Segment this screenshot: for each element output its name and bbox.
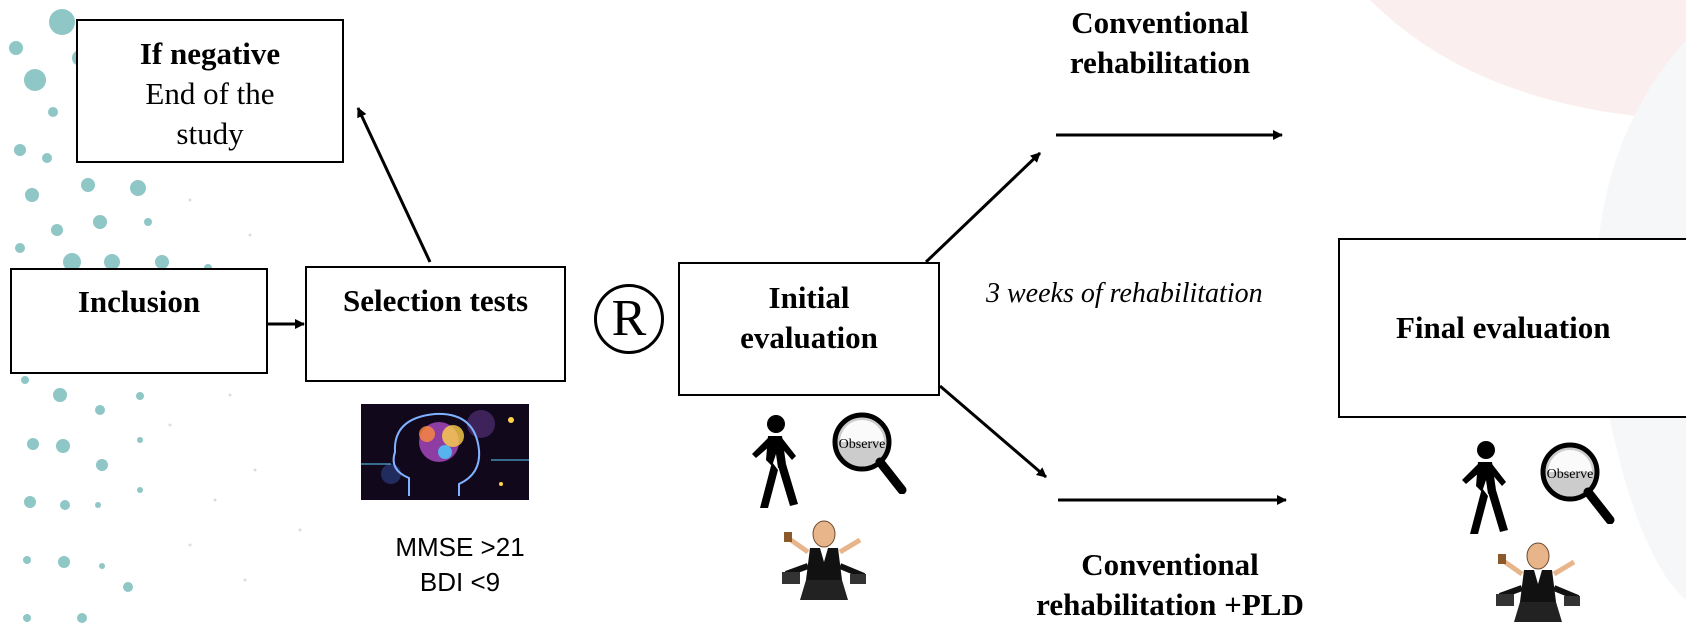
brain-head-icon [361,404,529,500]
magnifier-observe-icon: Observe [1540,442,1615,524]
top-arm-label: Conventional rehabilitation [1020,3,1300,83]
corner-blob-shape [1370,0,1686,120]
walking-person-icon [752,415,798,508]
if-negative-line1: End of the [145,76,275,111]
magnifier-text: Observe [1547,467,1594,482]
multitasking-businessman-icon [782,520,866,600]
magnifier-observe-icon: Observe [832,412,907,494]
bdi-criterion: BDI <9 [419,567,501,597]
criteria-text: MMSE >21 BDI <9 [360,530,560,600]
inclusion-label: Inclusion [77,284,201,319]
initial-evaluation-line2: evaluation [740,320,878,355]
if-negative-line2: study [176,116,244,151]
randomization-symbol: R [594,284,664,354]
top-arm-line1: Conventional [1071,5,1249,40]
initial-evaluation-box: Initial evaluation [678,262,940,396]
selection-tests-label: Selection tests [342,283,529,318]
arrow-initial-to-bottom-arm [939,384,1047,479]
magnifier-text: Observe [839,437,886,452]
dot-pattern [9,9,212,623]
bottom-arm-line1: Conventional [1081,547,1259,582]
if-negative-box: If negative End of the study [76,19,344,163]
randomization-letter: R [611,290,647,347]
inclusion-box: Inclusion [10,268,268,374]
initial-evaluation-line1: Initial [768,280,850,315]
arrow-selection-to-negative [356,107,432,263]
bottom-arm-line2: rehabilitation +PLD [1036,587,1304,622]
top-arm-line2: rehabilitation [1069,45,1251,80]
final-evaluation-box: Final evaluation [1338,238,1686,418]
mmse-criterion: MMSE >21 [395,532,525,562]
bottom-arm-label: Conventional rehabilitation +PLD [1000,545,1340,625]
selection-tests-box: Selection tests [305,266,566,382]
multitasking-businessman-icon [1496,542,1580,622]
if-negative-title: If negative [139,36,281,71]
walking-person-icon [1462,441,1508,534]
final-evaluation-label: Final evaluation [1396,310,1611,345]
arrow-initial-to-top-arm [924,151,1042,264]
duration-label: 3 weeks of rehabilitation [986,278,1263,309]
